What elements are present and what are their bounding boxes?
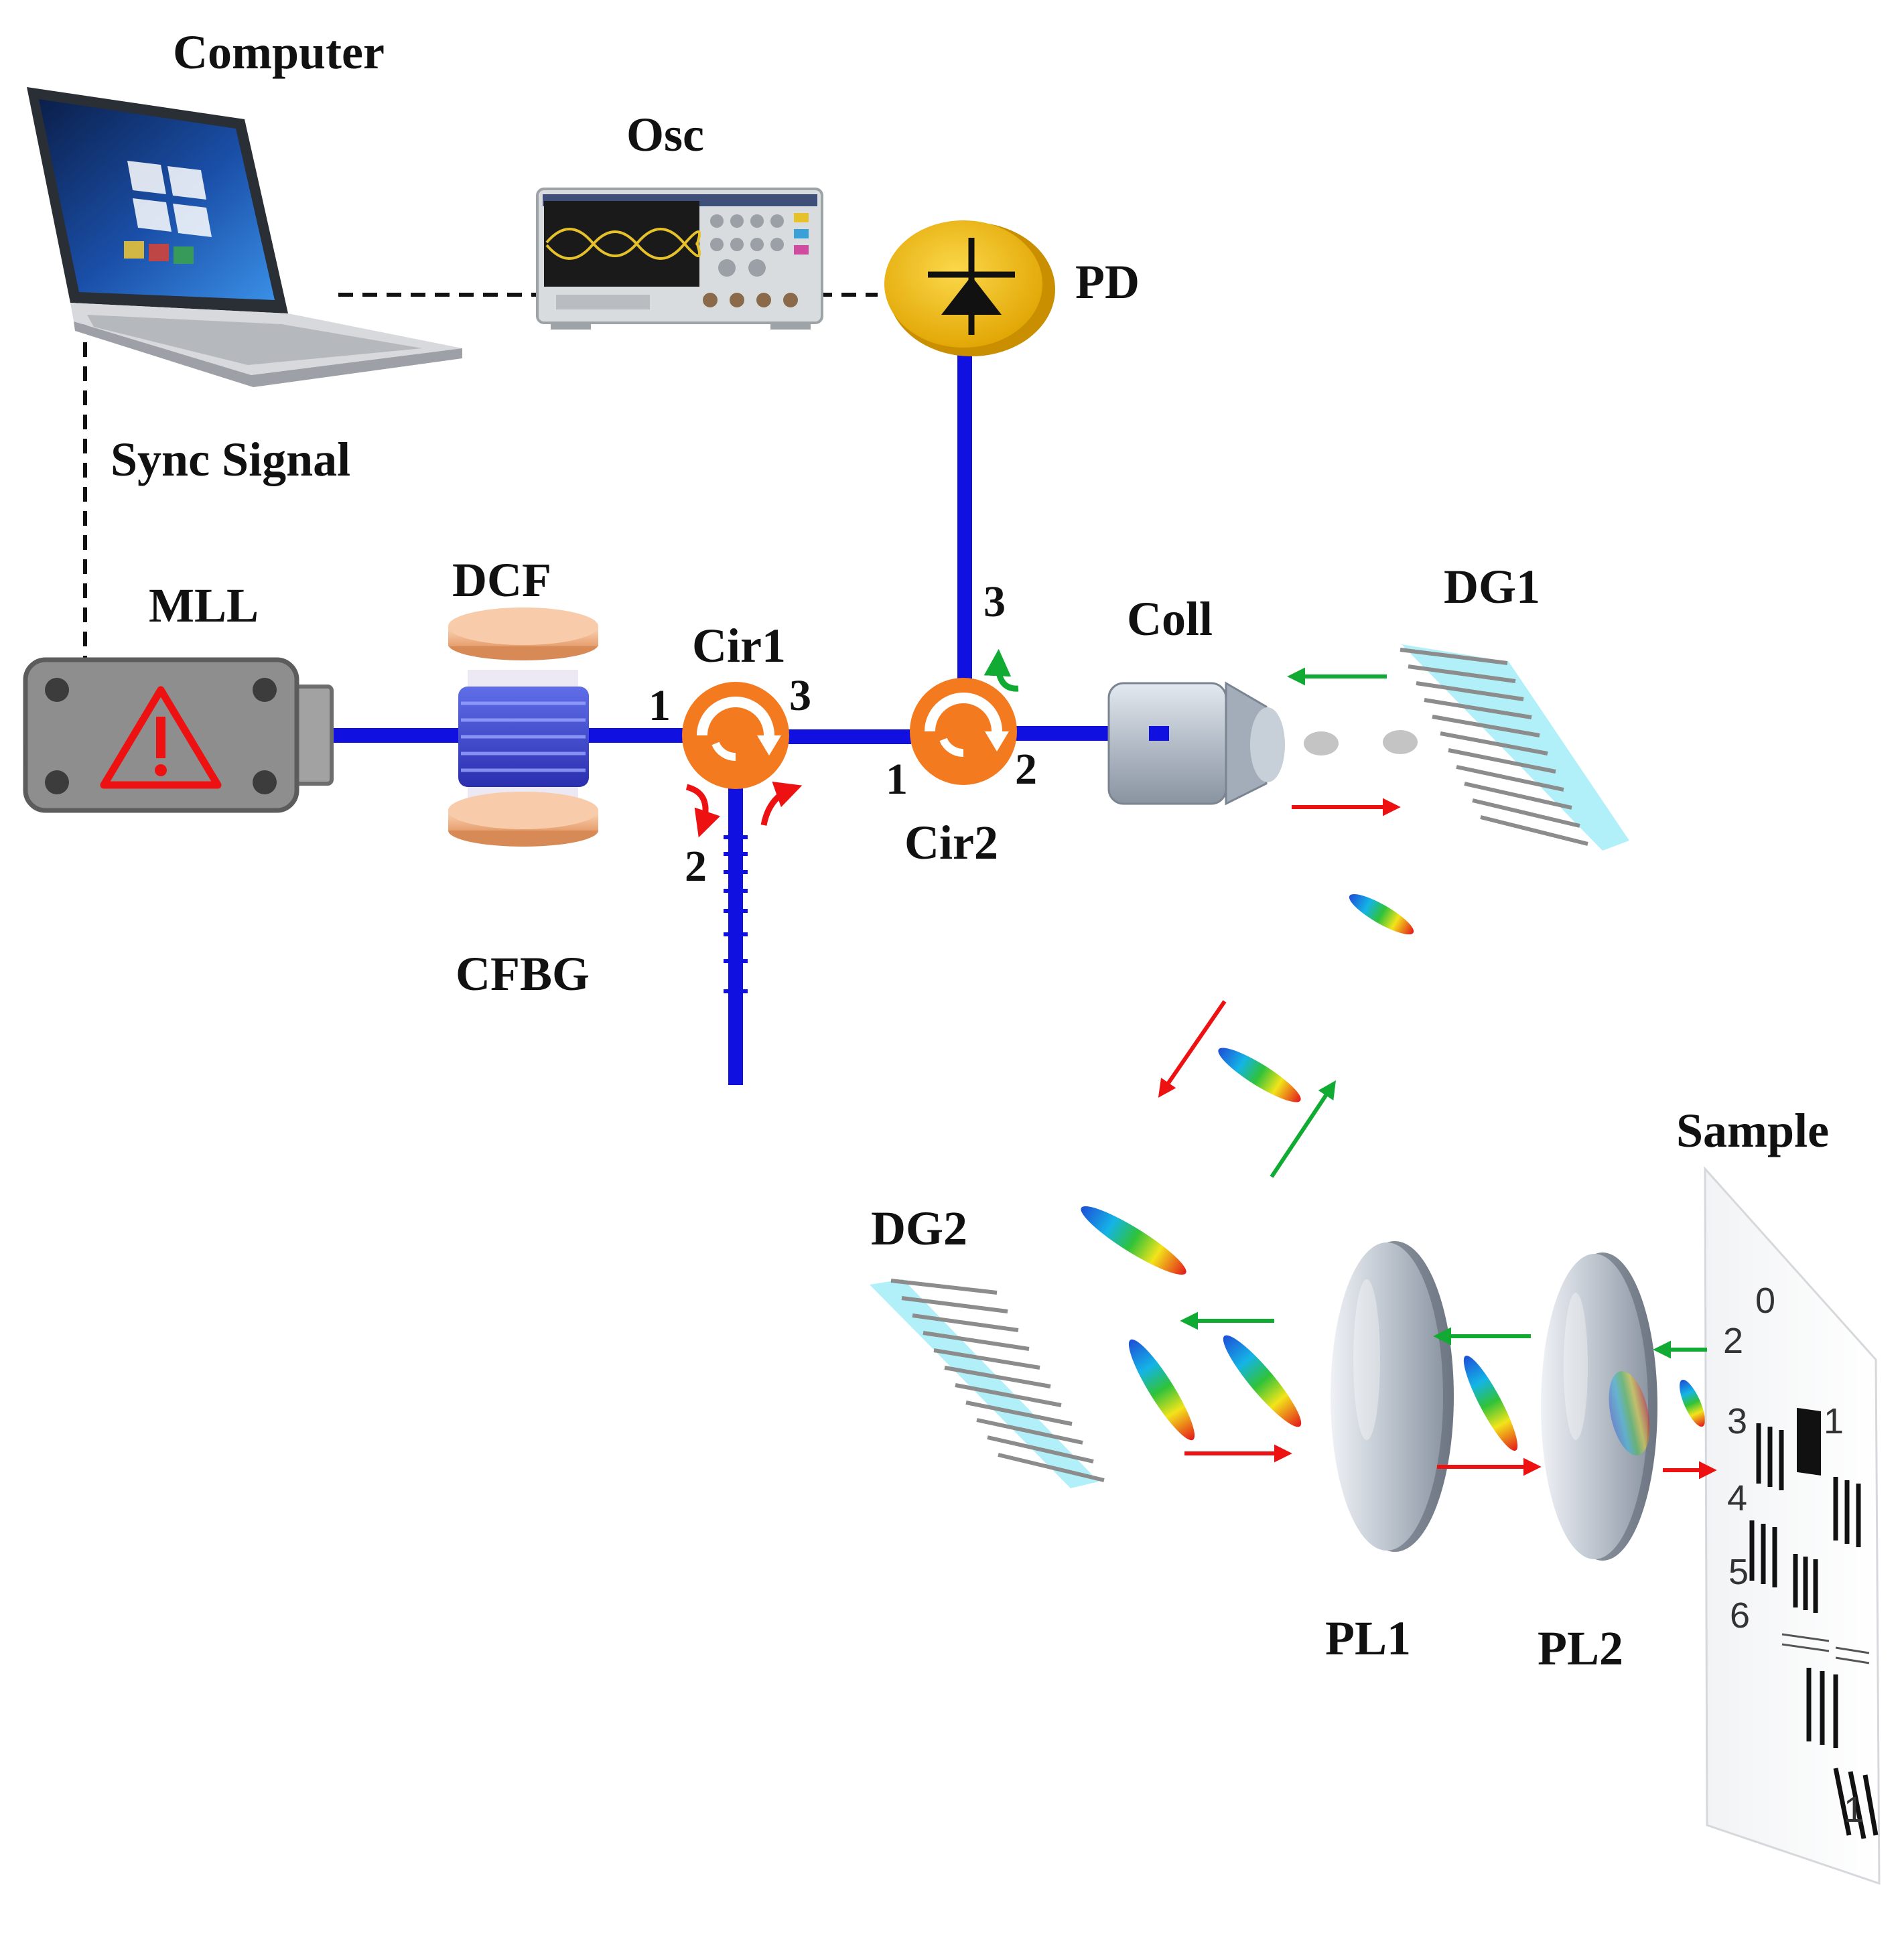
beam-spot — [1304, 731, 1339, 756]
photodiode — [884, 220, 1055, 356]
spectral-beam — [1349, 893, 1414, 935]
spectral-beam — [1218, 1048, 1301, 1102]
diode-symbol-icon — [928, 238, 1015, 335]
beam-spot — [1383, 730, 1418, 754]
label-pl1: PL1 — [1325, 1612, 1411, 1665]
lens-pl2 — [1541, 1252, 1657, 1561]
port-cir1-3: 3 — [789, 671, 811, 720]
label-cfbg: CFBG — [456, 947, 590, 1001]
forward-arrow-icon — [1158, 1000, 1227, 1098]
spectral-beam — [1081, 1206, 1186, 1275]
spectral-beam — [1463, 1355, 1518, 1451]
return-arrow-icon — [1270, 1080, 1336, 1178]
target-mark: 2 — [1723, 1321, 1743, 1361]
spectral-beams — [1081, 893, 1705, 1451]
diffraction-grating-1 — [1400, 644, 1629, 851]
collimator — [1107, 681, 1285, 806]
port-cir2-2: 2 — [1015, 745, 1037, 794]
lens-pl1 — [1331, 1241, 1454, 1552]
cfbg-grating — [724, 835, 748, 993]
label-cir1: Cir1 — [692, 619, 786, 672]
dcf-spool — [448, 607, 598, 847]
target-mark: 3 — [1727, 1401, 1747, 1441]
target-mark: 4 — [1727, 1478, 1747, 1518]
target-mark: 0 — [1755, 1281, 1775, 1321]
label-computer: Computer — [173, 25, 385, 79]
warning-icon — [100, 686, 222, 789]
spectral-beam — [1223, 1335, 1302, 1427]
port-cir1-1: 1 — [649, 681, 671, 730]
cir2-return-arrow-icon — [983, 648, 1019, 692]
label-dg2: DG2 — [871, 1202, 967, 1255]
circulator-2 — [910, 678, 1017, 785]
spectral-beam — [1128, 1339, 1195, 1441]
spectral-beam — [1680, 1379, 1705, 1427]
port-cir1-2: 2 — [685, 842, 707, 891]
cir1-output-arrow-icon — [760, 782, 803, 826]
diffraction-grating-2 — [870, 1279, 1105, 1488]
label-cir2: Cir2 — [904, 816, 998, 869]
sample-target: 0 2 1 3 4 5 6 1 — [1704, 1166, 1881, 1885]
port-cir2-1: 1 — [886, 755, 908, 804]
label-sample: Sample — [1676, 1104, 1829, 1157]
target-mark: 5 — [1728, 1552, 1749, 1592]
laptop-icon — [27, 87, 462, 387]
label-dcf: DCF — [452, 553, 551, 607]
label-pd: PD — [1075, 255, 1140, 309]
signal-cables — [83, 293, 878, 660]
laser-source — [23, 657, 334, 813]
label-coll: Coll — [1127, 592, 1213, 646]
label-dg1: DG1 — [1444, 560, 1540, 614]
circulator-1 — [682, 682, 789, 789]
label-osc: Osc — [626, 108, 704, 161]
target-mark: 1 — [1844, 1790, 1864, 1830]
target-mark: 1 — [1824, 1401, 1844, 1441]
oscilloscope-icon — [536, 188, 823, 330]
label-pl2: PL2 — [1538, 1622, 1623, 1675]
label-mll: MLL — [149, 579, 259, 632]
port-cir2-3: 3 — [983, 577, 1006, 626]
beam-arrows — [1158, 667, 1717, 1480]
target-mark: 6 — [1730, 1595, 1750, 1636]
cir1-input-arrow-icon — [685, 784, 720, 838]
label-sync-signal: Sync Signal — [111, 433, 350, 486]
